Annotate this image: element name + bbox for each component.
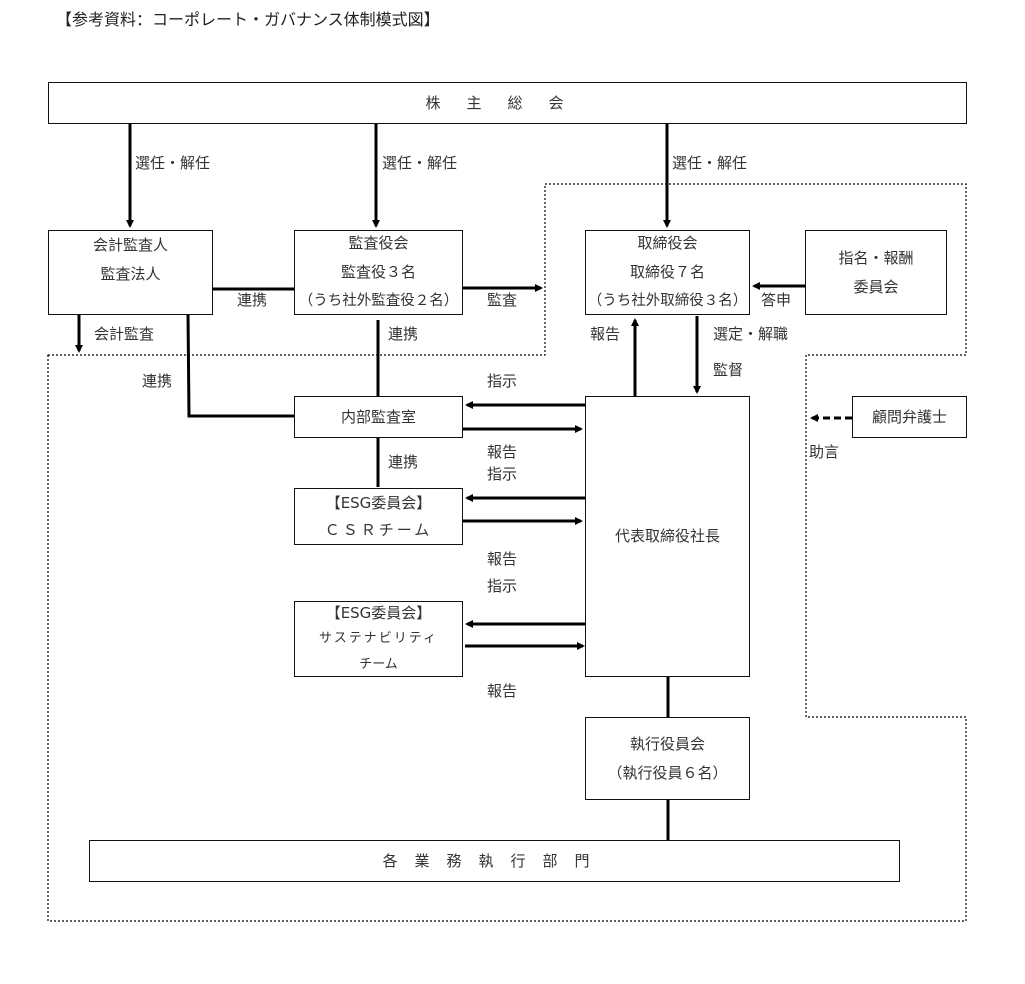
board-label: 取締役会	[637, 234, 698, 252]
label-elect-dismiss-auditor: 選任・解任	[135, 154, 211, 172]
board-members: 取締役７名	[629, 263, 705, 281]
label-recommend: 答申	[761, 291, 792, 309]
label-report-internal-audit: 報告	[487, 443, 518, 461]
executive-officers-count: （執行役員６名）	[607, 763, 728, 782]
label-cooperation-auditor: 連携	[237, 291, 268, 309]
legal-advisor-box: 顧問弁護士	[852, 396, 967, 438]
shareholders-meeting-label: 株主総会	[425, 93, 590, 112]
label-elect-dismiss-board: 選任・解任	[672, 154, 748, 172]
label-elect-dismiss-audit-board: 選任・解任	[382, 154, 458, 172]
nomination-compensation-committee-box: 指名・報酬 委員会	[805, 230, 947, 315]
committee-label-line1: 指名・報酬	[838, 248, 914, 267]
sustainability-label: サステナビリティ	[319, 631, 438, 646]
esg-committee-label: 【ESG委員会】	[325, 493, 432, 512]
csr-team-label: ＣＳＲチーム	[324, 520, 433, 539]
governance-boundary-dotted	[47, 183, 967, 922]
audit-board-box: 監査役会 監査役３名 （うち社外監査役２名）	[294, 230, 463, 315]
audit-board-members: 監査役３名	[340, 263, 416, 281]
label-accounting-audit: 会計監査	[94, 325, 155, 343]
audit-board-label: 監査役会	[348, 234, 409, 252]
board-outside-members: （うち社外取締役３名）	[587, 293, 748, 309]
president-label: 代表取締役社長	[614, 527, 720, 545]
label-audit: 監査	[487, 291, 518, 309]
internal-audit-label: 内部監査室	[340, 407, 416, 426]
legal-advisor-label: 顧問弁護士	[871, 407, 947, 426]
label-advice: 助言	[809, 443, 840, 461]
label-cooperation-internal: 連携	[142, 372, 173, 390]
audit-firm-label: 監査法人	[100, 265, 161, 283]
label-cooperation-audit-board: 連携	[388, 325, 419, 343]
accounting-auditor-box: 会計監査人 監査法人	[48, 230, 213, 315]
label-instruct-csr: 指示	[487, 465, 518, 483]
label-cooperation-csr: 連携	[388, 453, 419, 471]
executive-committee-label: 執行役員会	[629, 734, 705, 753]
label-report-sustainability: 報告	[487, 682, 518, 700]
committee-label-line2: 委員会	[853, 277, 899, 296]
shareholders-meeting-box: 株主総会	[48, 82, 967, 124]
label-report-to-board: 報告	[590, 325, 621, 343]
label-supervise: 監督	[713, 361, 744, 379]
internal-audit-office-box: 内部監査室	[294, 396, 463, 438]
esg-sustainability-team-box: 【ESG委員会】 サステナビリティ チーム	[294, 601, 463, 677]
team-label: チーム	[359, 657, 398, 672]
audit-board-outside-members: （うち社外監査役２名）	[298, 293, 459, 309]
label-appoint-dismiss: 選定・解職	[713, 325, 789, 343]
business-divisions-label: 各業務執行部門	[382, 851, 607, 870]
line-auditor-internal-audit	[186, 313, 294, 418]
accounting-auditor-label: 会計監査人	[92, 236, 168, 254]
esg-committee-label: 【ESG委員会】	[325, 604, 432, 622]
label-instruct-internal-audit: 指示	[487, 372, 518, 390]
executive-officers-committee-box: 執行役員会 （執行役員６名）	[585, 717, 750, 800]
business-divisions-box: 各業務執行部門	[89, 840, 900, 882]
president-box: 代表取締役社長	[585, 396, 750, 677]
esg-csr-team-box: 【ESG委員会】 ＣＳＲチーム	[294, 488, 463, 545]
diagram-title: 【参考資料：コーポレート・ガバナンス体制模式図】	[56, 10, 440, 29]
board-of-directors-box: 取締役会 取締役７名 （うち社外取締役３名）	[585, 230, 750, 315]
label-instruct-sustainability: 指示	[487, 577, 518, 595]
label-report-csr: 報告	[487, 550, 518, 568]
